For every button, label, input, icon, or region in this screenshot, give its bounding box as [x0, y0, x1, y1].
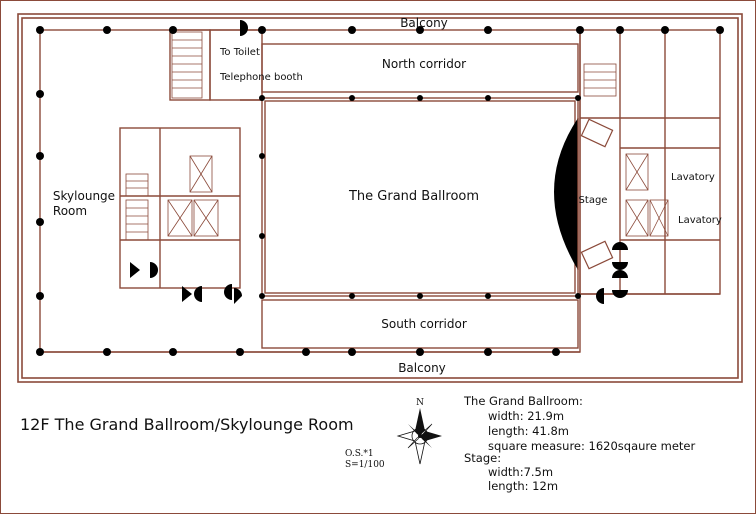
- spec-stage-length: length: 12m: [488, 479, 558, 493]
- scale-note-ratio: S=1/100: [345, 460, 385, 470]
- compass-north-letter: N: [416, 398, 424, 408]
- lavatory-label-2: Lavatory: [678, 215, 722, 226]
- balcony-bottom-label: Balcony: [398, 361, 446, 375]
- spec-ballroom-heading: The Grand Ballroom:: [463, 394, 583, 408]
- to-toilet-label: To Toilet: [219, 47, 260, 58]
- south-corridor-label: South corridor: [381, 317, 467, 331]
- compass-icon: [396, 408, 442, 465]
- north-corridor-label: North corridor: [382, 57, 466, 71]
- spec-stage-width: width:7.5m: [488, 465, 553, 479]
- plan-title: 12F The Grand Ballroom/Skylounge Room: [20, 415, 354, 434]
- doors: [130, 20, 628, 304]
- spec-ballroom-width: width: 21.9m: [488, 409, 564, 423]
- stage: [554, 118, 614, 270]
- lavatory-label-1: Lavatory: [671, 172, 715, 183]
- stairs: [125, 31, 617, 241]
- telephone-booth-label: Telephone booth: [219, 72, 303, 83]
- skylounge-label: Skylounge: [53, 189, 115, 203]
- stage-label: Stage: [579, 195, 608, 206]
- balcony-top-label: Balcony: [400, 16, 448, 30]
- scale-note-os: O.S.*1: [345, 449, 374, 459]
- spec-stage-heading: Stage:: [464, 451, 501, 465]
- columns: [36, 26, 724, 356]
- specs-block: The Grand Ballroom: width: 21.9m length:…: [463, 394, 695, 493]
- grand-ballroom-label: The Grand Ballroom: [348, 189, 479, 204]
- spec-ballroom-length: length: 41.8m: [488, 424, 569, 438]
- room-label: Room: [53, 204, 87, 218]
- outer-walls: [17, 13, 743, 383]
- elevators: [167, 153, 669, 237]
- spec-ballroom-area: square measure: 1620sqaure meter: [488, 439, 695, 453]
